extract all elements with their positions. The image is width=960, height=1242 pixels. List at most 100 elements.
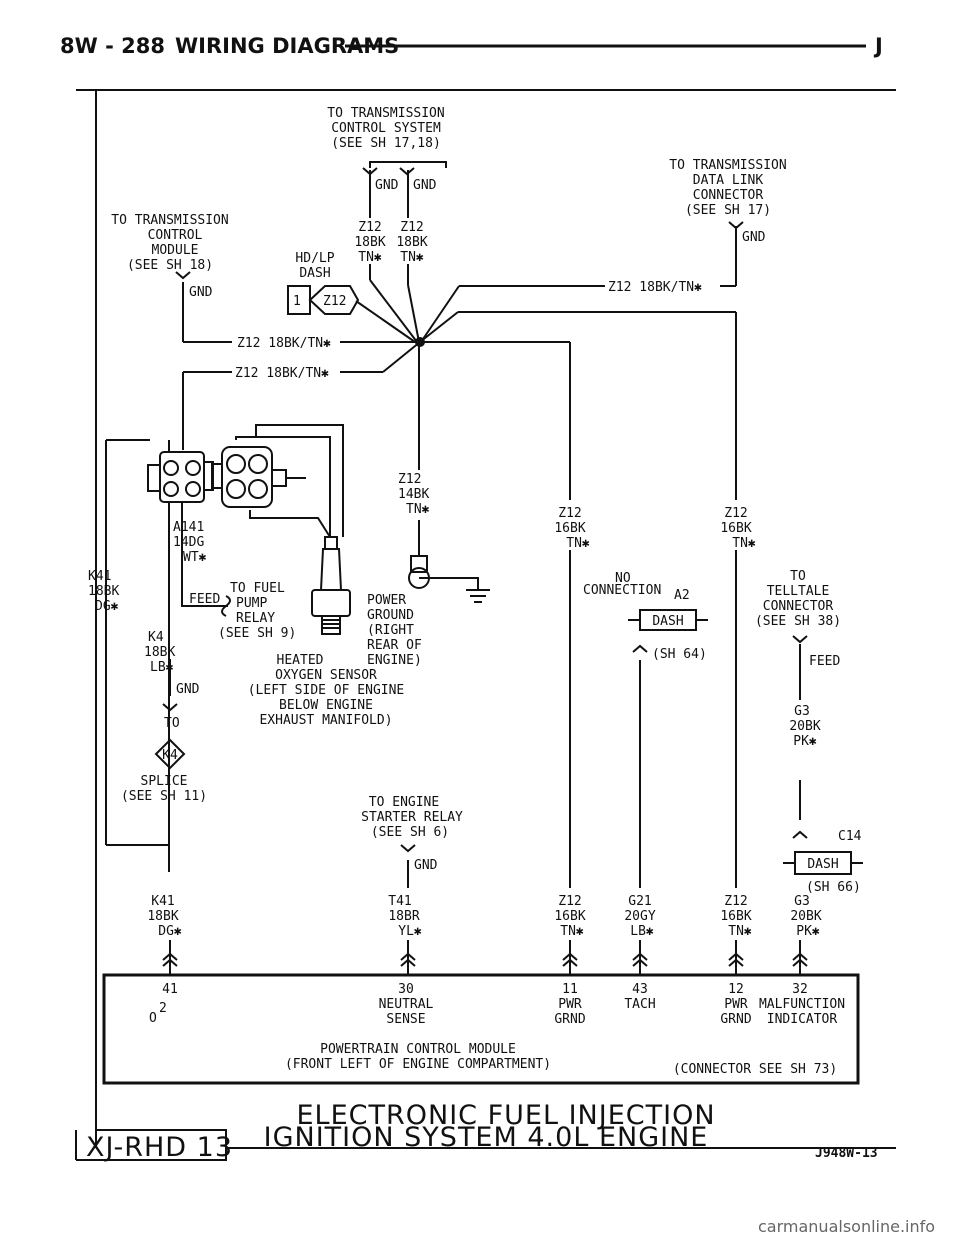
label-labels-o2sensor-3: BELOW ENGINE <box>279 698 373 713</box>
label-labels-k4-2: LB✱ <box>150 660 174 675</box>
label-labels-telltale-1: TELLTALE <box>767 584 830 599</box>
label-labels-bottom_wires-0-0: K41 <box>151 894 174 909</box>
label-labels-a141-2: WT✱ <box>183 550 207 565</box>
label-labels-pin_funcs-0-0: NEUTRAL <box>379 997 434 1012</box>
label-labels-sh66: (SH 66) <box>806 880 861 895</box>
label-labels-tcs-1: CONTROL SYSTEM <box>331 121 441 136</box>
label-labels-power_ground-0: POWER <box>367 593 406 608</box>
diagram-text: 8W - 288 WIRING DIAGRAMS J TO TRANSMISSI… <box>60 34 935 1236</box>
label-labels-z12_16b-0: Z12 <box>724 506 747 521</box>
label-labels-bottom_wires-4-0: Z12 <box>724 894 747 909</box>
label-labels-w_right: Z12 18BK/TN✱ <box>608 280 702 295</box>
label-labels-o2sensor-0: HEATED <box>277 653 324 668</box>
label-labels-splice_ref-0: SPLICE <box>141 774 188 789</box>
label-labels-a141-1: 14DG <box>173 535 204 550</box>
label-labels-bottom_wires-0-2: DG✱ <box>158 924 182 939</box>
splice-id: Z12 <box>323 294 346 309</box>
label-labels-pcm-0: POWERTRAIN CONTROL MODULE <box>320 1042 516 1057</box>
label-labels-tdl-2: CONNECTOR <box>693 188 764 203</box>
label-labels-pin_funcs-1-0: PWR <box>558 997 582 1012</box>
label-labels-z12_16a-2: TN✱ <box>566 536 590 551</box>
diagram-lines <box>75 44 896 1161</box>
label-labels-z12_16a-1: 16BK <box>554 521 585 536</box>
label-labels-gnd: GND <box>742 230 766 245</box>
label-labels-feed: FEED <box>189 592 220 607</box>
label-labels-fuelpump-1: PUMP <box>236 596 267 611</box>
label-labels-pin_funcs-3-0: PWR <box>724 997 748 1012</box>
label-labels-connector_see: (CONNECTOR SEE SH 73) <box>673 1062 837 1077</box>
label-labels-sh64: (SH 64) <box>652 647 707 662</box>
label-labels-bottom_wires-5-0: G3 <box>794 894 810 909</box>
label-labels-bottom_wires-5-2: PK✱ <box>796 924 820 939</box>
label-labels-w_mid2: Z12 18BK/TN✱ <box>235 366 329 381</box>
label-labels-z12_14-0: Z12 <box>398 472 421 487</box>
label-labels-fuelpump-2: RELAY <box>236 611 275 626</box>
label-labels-z12_a-1: 18BK <box>354 235 385 250</box>
label-labels-bottom_wires-5-1: 20BK <box>790 909 821 924</box>
label-labels-bottom_wires-1-2: YL✱ <box>398 924 422 939</box>
label-labels-gnd: GND <box>176 682 200 697</box>
label-labels-starter-2: (SEE SH 6) <box>371 825 449 840</box>
label-labels-splice_k4: K4 <box>162 748 178 763</box>
label-labels-telltale-2: CONNECTOR <box>763 599 834 614</box>
label-labels-tdl-3: (SEE SH 17) <box>685 203 771 218</box>
label-labels-z12_b-0: Z12 <box>400 220 423 235</box>
label-labels-g3-0: G3 <box>794 704 810 719</box>
label-labels-telltale-0: TO <box>790 569 806 584</box>
label-labels-bottom_wires-2-1: 16BK <box>554 909 585 924</box>
label-labels-pin_o2: O <box>149 1011 157 1026</box>
section-letter: J <box>873 34 883 58</box>
label-labels-tdl-0: TO TRANSMISSION <box>669 158 786 173</box>
label-labels-bottom_wires-1-0: T41 <box>388 894 411 909</box>
label-labels-bottom_wires-3-0: G21 <box>628 894 651 909</box>
page-number: 8W - 288 <box>60 34 165 58</box>
label-labels-z12_b-1: 18BK <box>396 235 427 250</box>
label-labels-pin_funcs-4-0: MALFUNCTION <box>759 997 845 1012</box>
label-labels-bottom_wires-3-1: 20GY <box>624 909 655 924</box>
label-labels-pins-2: 11 <box>562 982 578 997</box>
label-labels-gnd: GND <box>413 178 437 193</box>
footer-box-label: XJ-RHD 13 <box>86 1132 233 1163</box>
label-labels-pin_funcs-2-0: TACH <box>624 997 655 1012</box>
label-labels-z12_b-2: TN✱ <box>400 250 424 265</box>
label-labels-power_ground-4: ENGINE) <box>367 653 422 668</box>
label-labels-bottom_wires-3-2: LB✱ <box>630 924 654 939</box>
label-labels-k4-1: 18BK <box>144 645 175 660</box>
label-labels-telltale-3: (SEE SH 38) <box>755 614 841 629</box>
watermark: carmanualsonline.info <box>758 1217 935 1236</box>
label-labels-z12_16a-0: Z12 <box>558 506 581 521</box>
label-labels-fuelpump-0: TO FUEL <box>230 581 285 596</box>
label-labels-pin_funcs-4-1: INDICATOR <box>767 1012 838 1027</box>
label-labels-pins-3: 43 <box>632 982 648 997</box>
label-labels-hdlp-1: DASH <box>299 266 330 281</box>
label-labels-k4-0: K4 <box>148 630 164 645</box>
label-labels-hdlp-0: HD/LP <box>295 251 334 266</box>
label-labels-gnd: GND <box>375 178 399 193</box>
label-labels-o2sensor-2: (LEFT SIDE OF ENGINE <box>248 683 405 698</box>
label-labels-starter-1: STARTER RELAY <box>361 810 463 825</box>
label-labels-bottom_wires-2-2: TN✱ <box>560 924 584 939</box>
label-labels-tcm-3: (SEE SH 18) <box>127 258 213 273</box>
label-labels-tcm-1: CONTROL <box>148 228 203 243</box>
label-labels-bottom_wires-1-1: 18BR <box>388 909 419 924</box>
label-labels-gnd: GND <box>414 858 438 873</box>
label-labels-pins-0: 41 <box>162 982 178 997</box>
label-labels-k41_left-2: DG✱ <box>95 599 119 614</box>
label-labels-pins-1: 30 <box>398 982 414 997</box>
label-labels-noconn-0: NO <box>615 571 631 586</box>
label-labels-z12_a-0: Z12 <box>358 220 381 235</box>
splice-node <box>415 337 425 347</box>
label-labels-splice_ref-1: (SEE SH 11) <box>121 789 207 804</box>
label-labels-pin_o2_sup: 2 <box>159 1001 167 1016</box>
figure-code: J948W-13 <box>815 1146 878 1161</box>
label-labels-power_ground-3: REAR OF <box>367 638 422 653</box>
label-labels-tcs-0: TO TRANSMISSION <box>327 106 444 121</box>
label-labels-power_ground-1: GROUND <box>367 608 414 623</box>
label-labels-to: TO <box>164 716 180 731</box>
label-labels-pin_funcs-0-1: SENSE <box>386 1012 425 1027</box>
footer-title-2: IGNITION SYSTEM 4.0L ENGINE <box>264 1122 709 1153</box>
label-labels-feed: FEED <box>809 654 840 669</box>
label-labels-z12_14-1: 14BK <box>398 487 429 502</box>
label-labels-z12_14-2: TN✱ <box>406 502 430 517</box>
